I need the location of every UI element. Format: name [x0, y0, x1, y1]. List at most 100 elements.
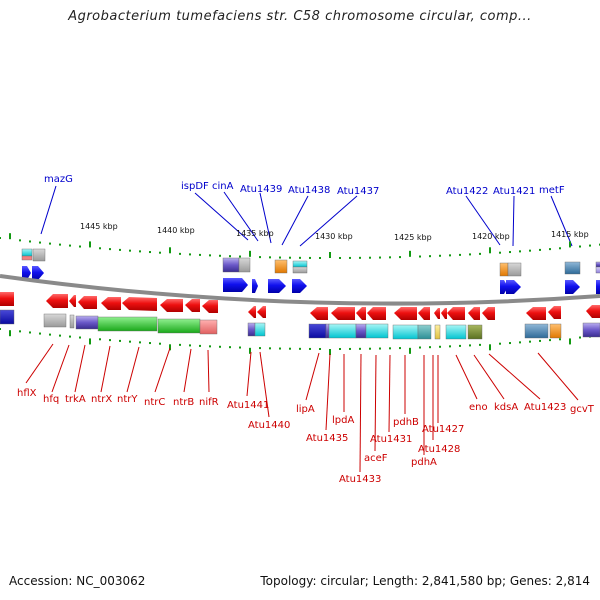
minor-tick: [379, 347, 381, 350]
gene-arrow-reverse[interactable]: [248, 306, 256, 318]
gene-arrow-forward[interactable]: [292, 279, 307, 293]
gene-label-Atu1431[interactable]: Atu1431: [370, 434, 412, 445]
gene-label-kdsA[interactable]: kdsA: [494, 402, 518, 413]
minor-tick: [399, 256, 401, 259]
gene-arrow-reverse[interactable]: [356, 307, 366, 320]
kbp-label-1445: 1445 kbp: [80, 222, 118, 231]
kbp-label-1435: 1435 kbp: [236, 229, 274, 238]
gene-arrow-forward[interactable]: [223, 278, 248, 292]
gene-arrow-reverse[interactable]: [101, 297, 121, 310]
gene-arrow-reverse[interactable]: [69, 295, 76, 307]
gene-arrow-forward[interactable]: [565, 280, 580, 294]
gene-label-ntrB[interactable]: ntrB: [173, 397, 194, 408]
minor-tick: [349, 256, 351, 259]
gene-arrow-forward[interactable]: [268, 279, 286, 293]
gene-label-Atu1437[interactable]: Atu1437: [337, 186, 379, 197]
gene-arrow-reverse[interactable]: [185, 299, 200, 312]
gene-arrow-reverse[interactable]: [548, 306, 561, 319]
gene-arrow-forward[interactable]: [22, 266, 31, 280]
gene-arrow-reverse[interactable]: [46, 294, 68, 308]
gene-label-nifR[interactable]: nifR: [199, 397, 219, 408]
gene-arrow-forward[interactable]: [32, 266, 44, 280]
gene-arrow-reverse[interactable]: [586, 305, 600, 318]
gene-arrow-forward[interactable]: [506, 280, 521, 294]
gene-label-Atu1423[interactable]: Atu1423: [524, 402, 566, 413]
gene-label-pdhA[interactable]: pdhA: [411, 457, 437, 468]
minor-tick: [19, 330, 21, 333]
gene-label-cinA[interactable]: cinA: [212, 181, 234, 192]
minor-tick: [459, 253, 461, 256]
gene-label-hflX[interactable]: hflX: [17, 388, 37, 399]
minor-tick: [419, 255, 421, 258]
gene-label-Atu1435[interactable]: Atu1435: [306, 433, 348, 444]
top-gene-labels: mazG ispDF cinA Atu1439 Atu1438 Atu1437 …: [44, 174, 565, 197]
minor-tick: [119, 248, 121, 251]
gene-label-Atu1427[interactable]: Atu1427: [422, 424, 464, 435]
gene-label-Atu1438[interactable]: Atu1438: [288, 185, 330, 196]
gene-label-Atu1421[interactable]: Atu1421: [493, 186, 535, 197]
gene-arrow-forward[interactable]: [252, 279, 258, 293]
minor-tick: [509, 342, 511, 345]
minor-tick: [39, 241, 41, 244]
gene-arrow-reverse[interactable]: [310, 307, 328, 320]
gene-label-lpdA[interactable]: lpdA: [332, 415, 354, 426]
gene-arrow-reverse[interactable]: [331, 307, 355, 320]
gene-arrow-reverse[interactable]: [367, 307, 386, 320]
kbp-tick-labels: 1445 kbp 1440 kbp 1435 kbp 1430 kbp 1425…: [80, 222, 589, 242]
minor-tick: [99, 247, 101, 250]
minor-tick: [579, 336, 581, 339]
bottom-label-connectors: [25, 343, 579, 473]
gene-arrow-reverse[interactable]: [394, 307, 417, 320]
gene-label-pdhB[interactable]: pdhB: [393, 417, 419, 428]
minor-tick: [399, 347, 401, 350]
minor-tick: [79, 245, 81, 248]
minor-tick: [469, 253, 471, 256]
gene-label-lipA[interactable]: lipA: [296, 404, 315, 415]
gene-arrow-reverse[interactable]: [257, 306, 266, 318]
gene-label-ntrX[interactable]: ntrX: [91, 394, 112, 405]
minor-tick: [59, 243, 61, 246]
minor-tick: [159, 342, 161, 345]
gene-label-Atu1422[interactable]: Atu1422: [446, 186, 488, 197]
gene-arrow-reverse[interactable]: [482, 307, 495, 320]
topology-label: Topology: circular; Length: 2,841,580 bp…: [260, 574, 590, 588]
gene-label-Atu1439[interactable]: Atu1439: [240, 184, 282, 195]
gene-label-Atu1428[interactable]: Atu1428: [418, 444, 460, 455]
gene-arrow-reverse[interactable]: [418, 307, 430, 320]
chromosome-backbone: [0, 274, 600, 306]
gene-arrow-forward[interactable]: [596, 280, 600, 294]
gene-label-ntrY[interactable]: ntrY: [117, 394, 138, 405]
inner-tick-ring: [0, 328, 600, 355]
gene-label-trkA[interactable]: trkA: [65, 394, 86, 405]
gene-arrow-reverse[interactable]: [526, 307, 546, 320]
gene-arrow-reverse[interactable]: [0, 292, 14, 306]
gene-label-eno[interactable]: eno: [469, 402, 488, 413]
gene-label-metF[interactable]: metF: [539, 185, 565, 196]
gene-label-Atu1440[interactable]: Atu1440: [248, 420, 290, 431]
gene-arrow-reverse[interactable]: [441, 308, 447, 319]
gene-label-hfq[interactable]: hfq: [43, 394, 59, 405]
gene-arrow-reverse[interactable]: [434, 308, 440, 319]
gene-arrow-reverse[interactable]: [160, 299, 183, 312]
gene-label-mazG[interactable]: mazG: [44, 174, 73, 185]
gene-arrow-reverse[interactable]: [122, 297, 157, 311]
minor-tick: [0, 328, 1, 330]
minor-tick: [359, 347, 361, 350]
gene-label-aceF[interactable]: aceF: [364, 453, 388, 464]
gene-arrow-reverse[interactable]: [202, 300, 218, 313]
gene-label-Atu1433[interactable]: Atu1433: [339, 474, 381, 485]
minor-tick: [179, 343, 181, 346]
gene-arrow-reverse[interactable]: [447, 307, 465, 320]
gene-label-Atu1441[interactable]: Atu1441: [227, 400, 269, 411]
minor-tick: [539, 248, 541, 251]
gene-arrow-reverse[interactable]: [78, 296, 97, 309]
gene-label-ntrC[interactable]: ntrC: [144, 397, 165, 408]
gene-label-ispDF[interactable]: ispDF: [181, 181, 209, 192]
minor-tick: [59, 334, 61, 337]
gene-label-gcvT[interactable]: gcvT: [570, 404, 595, 415]
minor-tick: [99, 338, 101, 341]
minor-tick: [199, 253, 201, 256]
gene-arrow-reverse[interactable]: [468, 307, 480, 320]
kbp-label-1430: 1430 kbp: [315, 232, 353, 241]
